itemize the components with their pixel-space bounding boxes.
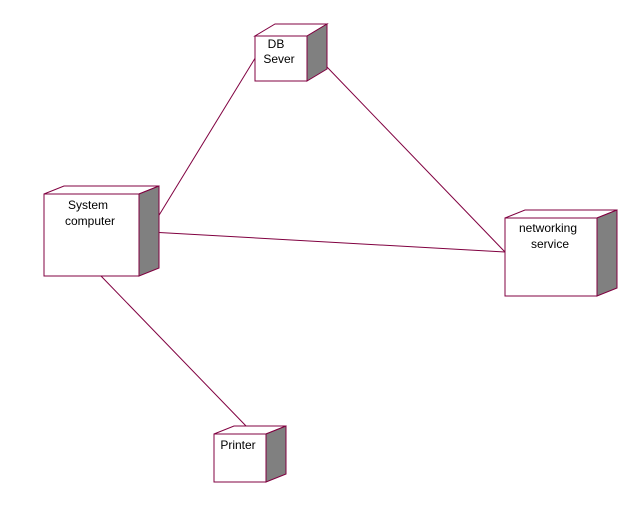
node-networking-service-front [504, 217, 598, 297]
node-printer-side [265, 425, 287, 483]
node-networking-service[interactable]: networking service [504, 209, 618, 297]
node-networking-service-label-line2: service [531, 237, 569, 251]
node-db-server-label-line2: Sever [263, 52, 294, 66]
node-db-server[interactable]: DB Sever [253, 23, 329, 82]
node-system-computer[interactable]: System computer [43, 185, 160, 277]
node-db-server-front [254, 35, 308, 82]
node-system-computer-front [43, 193, 140, 277]
node-printer-label: Printer [220, 438, 255, 452]
link-system-db[interactable] [149, 54, 258, 231]
link-db-network[interactable] [326, 66, 506, 253]
node-printer-front [213, 433, 267, 483]
node-printer[interactable]: Printer [213, 425, 287, 483]
node-system-computer-side [138, 185, 160, 277]
node-system-computer-label-line2: computer [65, 214, 115, 228]
link-system-printer[interactable] [100, 275, 248, 428]
node-system-computer-label-line1: System [68, 198, 108, 212]
link-system-network[interactable] [149, 231, 506, 253]
links [100, 54, 506, 428]
node-db-server-label-line1: DB [268, 37, 285, 51]
node-networking-service-label-line1: networking [519, 221, 577, 235]
node-networking-service-side [596, 209, 618, 297]
